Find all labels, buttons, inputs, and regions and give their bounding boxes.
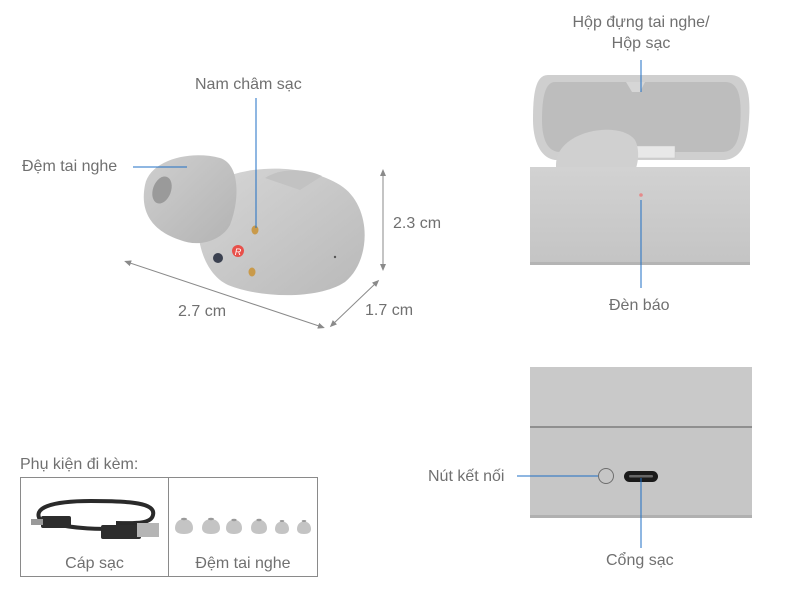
- label-charging-magnet: Nam châm sạc: [195, 76, 302, 93]
- charging-contact-top: [251, 225, 259, 235]
- case-earbud-tip: [556, 129, 639, 168]
- label-indicator: Đèn báo: [609, 297, 670, 314]
- svg-text:R: R: [235, 247, 242, 257]
- case-back-lid: [530, 367, 752, 427]
- label-ear-tip: Đệm tai nghe: [22, 158, 118, 175]
- charging-case-open: [530, 75, 750, 265]
- accessory-ear-tips-label: Đệm tai nghe: [195, 555, 291, 572]
- charging-contact-bottom: [248, 267, 256, 277]
- case-base: [530, 167, 750, 265]
- indicator-led: [639, 193, 643, 197]
- accessory-cable: Cáp sạc: [21, 478, 169, 576]
- case-lid-notch: [626, 82, 645, 92]
- label-case: Hộp đựng tai nghe/ Hộp sạc: [556, 13, 726, 53]
- label-pair-button: Nút kết nối: [428, 468, 505, 485]
- label-charge-port: Cổng sạc: [606, 552, 674, 569]
- charging-case-back: [530, 367, 752, 518]
- usb-cable-icon: [31, 498, 159, 539]
- pair-button: [598, 468, 614, 484]
- ear-tip-nozzle: [152, 176, 172, 204]
- earbud-illustration: R: [143, 155, 365, 296]
- right-side-marker: [232, 245, 244, 257]
- mic-hole: [333, 255, 337, 259]
- accessories-panel: Cáp sạc Đệm tai nghe: [20, 477, 318, 577]
- dimension-depth-line: [329, 279, 380, 328]
- label-case-line1: Hộp đựng tai nghe/: [572, 14, 710, 31]
- proximity-sensor: [213, 253, 223, 263]
- accessory-cable-label: Cáp sạc: [65, 555, 124, 572]
- ear-tips-icon: [175, 517, 311, 534]
- earbud-wing: [265, 170, 322, 190]
- dimension-length: 2.7 cm: [178, 303, 227, 320]
- dimension-length-line: [124, 260, 325, 329]
- label-case-line2: Hộp sạc: [611, 35, 671, 53]
- case-hinge: [634, 145, 676, 159]
- dimension-depth: 1.7 cm: [365, 302, 414, 319]
- dimension-height: 2.3 cm: [393, 215, 442, 232]
- accessories-title: Phụ kiện đi kèm:: [20, 456, 139, 473]
- accessory-ear-tips: Đệm tai nghe: [169, 478, 317, 576]
